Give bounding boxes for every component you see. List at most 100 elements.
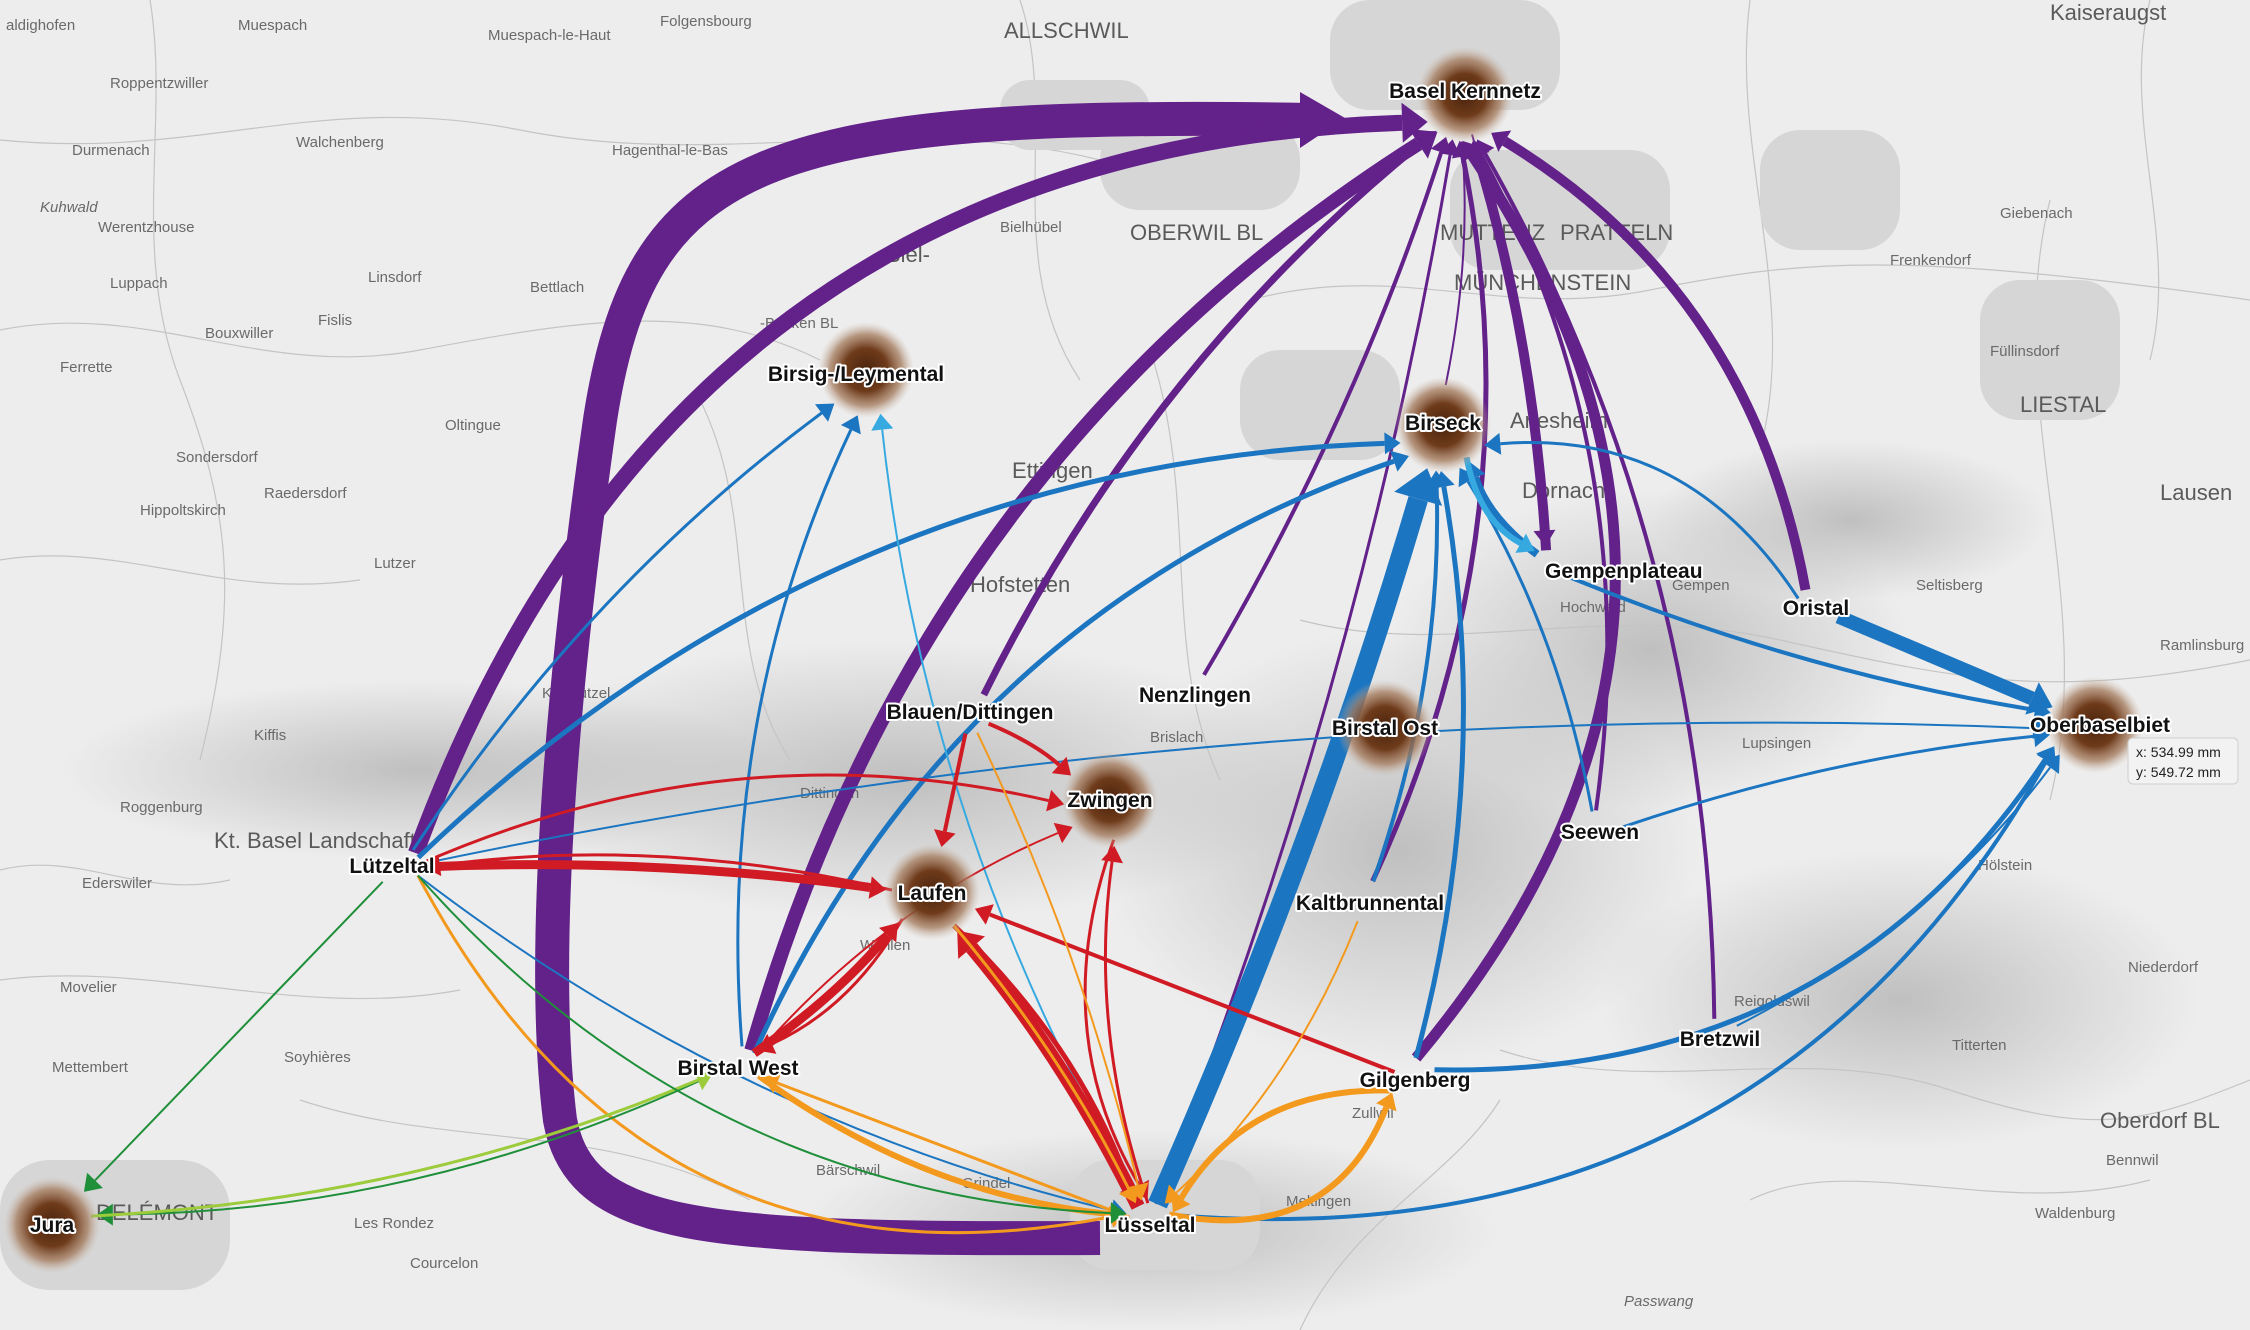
node-label-luetzeltal: Lützeltal bbox=[349, 855, 434, 878]
flow-arrowhead-basel-to-gempen bbox=[1533, 529, 1556, 547]
flow-oristal-to-birseck bbox=[1500, 441, 1800, 600]
flow-arrowhead-bretzwil-to-oberbasel bbox=[2041, 754, 2060, 774]
flow-birseck-to-basel bbox=[1444, 156, 1466, 386]
node-blob-birseck bbox=[1395, 377, 1491, 473]
flow-blauen-to-luesseltal bbox=[976, 732, 1139, 1186]
flow-arrowhead-luesseltal-to-birseck bbox=[1394, 468, 1443, 506]
flow-luesseltal-to-zwingen bbox=[1103, 861, 1150, 1204]
svg-text:Kaiseraugst: Kaiseraugst bbox=[2050, 0, 2166, 25]
flow-arrowhead-luetzeltal-to-birsig bbox=[815, 403, 835, 422]
svg-text:Lupsingen: Lupsingen bbox=[1742, 735, 1811, 752]
svg-text:Werentzhouse: Werentzhouse bbox=[98, 219, 194, 236]
flow-arrowhead-gilgenberg-to-laufen bbox=[974, 904, 994, 925]
flow-arrowhead-kaltbrunnental-to-luesseltal bbox=[1164, 1184, 1184, 1204]
flow-arrowhead-birseck-to-gempen bbox=[1515, 533, 1535, 553]
node-blob-birstalost bbox=[1337, 680, 1433, 776]
flow-arrowhead-luetzeltal-to-birseck bbox=[1384, 432, 1401, 455]
node-label-birstalwest: Birstal West bbox=[678, 1057, 799, 1080]
flow-arrowhead-blauen-to-basel bbox=[1416, 130, 1437, 150]
flow-arrowhead-luesseltal-to-birstalwest bbox=[762, 1072, 782, 1094]
svg-text:Bielhübel: Bielhübel bbox=[1000, 219, 1062, 236]
node-label-kaltbrunnental: Kaltbrunnental bbox=[1296, 892, 1444, 915]
svg-text:Bettlach: Bettlach bbox=[530, 279, 584, 296]
flow-nenzlingen-to-basel bbox=[1202, 151, 1444, 676]
flow-birstalwest-to-luesseltal bbox=[756, 1073, 1111, 1218]
flow-luetzeltal-to-luesseltal bbox=[417, 874, 1111, 1215]
node-blob-basel bbox=[1417, 47, 1513, 143]
svg-text:Muespach: Muespach bbox=[238, 17, 307, 34]
svg-text:aldighofen: aldighofen bbox=[6, 17, 75, 34]
flow-birstalwest-to-birseck bbox=[752, 458, 1395, 1055]
flow-luetzeltal-to-jura bbox=[94, 881, 384, 1182]
flow-arrowhead-bretzwil-to-basel bbox=[1475, 139, 1495, 159]
svg-text:Passwang: Passwang bbox=[1624, 1293, 1694, 1310]
svg-text:Muespach-le-Haut: Muespach-le-Haut bbox=[488, 27, 611, 44]
node-label-bretzwil: Bretzwil bbox=[1680, 1028, 1761, 1051]
flow-oristal-to-basel bbox=[1502, 136, 1811, 591]
node-label-nenzlingen: Nenzlingen bbox=[1139, 684, 1251, 707]
flow-arrowhead-luesseltal-to-basel bbox=[1439, 139, 1461, 157]
svg-text:Bärschwil: Bärschwil bbox=[816, 1162, 880, 1179]
svg-text:Bennwil: Bennwil bbox=[2106, 1152, 2159, 1169]
node-blob-birsig bbox=[818, 322, 914, 418]
svg-text:Hölstein: Hölstein bbox=[1978, 857, 2032, 874]
flow-luesseltal-to-oberbasel bbox=[1169, 759, 2049, 1222]
flow-gilgenberg-to-birseck bbox=[1413, 486, 1466, 1059]
svg-text:Folgensbourg: Folgensbourg bbox=[660, 13, 752, 30]
flow-luetzeltal-to-laufen bbox=[419, 860, 871, 892]
flow-arrowhead-luetzeltal-to-luesseltal bbox=[1110, 1202, 1127, 1225]
node-label-birseck: Birseck bbox=[1405, 412, 1481, 435]
flow-arrowhead-gempen-to-oberbasel bbox=[2033, 699, 2051, 721]
flow-basel-to-gempen bbox=[1471, 134, 1546, 531]
svg-text:Frenkendorf: Frenkendorf bbox=[1890, 252, 1972, 269]
node-blob-jura bbox=[4, 1177, 100, 1273]
flow-kaltbrunnental-to-luesseltal bbox=[1175, 920, 1359, 1194]
node-label-laufen: Laufen bbox=[898, 882, 967, 905]
flow-laufen-to-luetzeltal bbox=[439, 853, 893, 892]
flow-arrowhead-luesseltal-to-gilgenberg bbox=[1376, 1092, 1397, 1112]
flow-arrowhead-gilgenberg-to-basel bbox=[1461, 140, 1484, 164]
flow-gilgenberg-to-laufen bbox=[989, 912, 1396, 1074]
flow-oristal-to-oberbasel bbox=[1835, 610, 2035, 705]
svg-text:Walchenberg: Walchenberg bbox=[296, 134, 384, 151]
flow-luetzeltal-to-oberbasel bbox=[419, 721, 2034, 866]
flow-arrowhead-oristal-to-basel bbox=[1491, 130, 1512, 152]
flow-gilgenberg-to-basel bbox=[1411, 152, 1621, 1062]
svg-text:Giebenach: Giebenach bbox=[2000, 205, 2073, 222]
flow-luetzeltal-to-luesseltal bbox=[417, 874, 1112, 1212]
node-label-birstalost: Birstal Ost bbox=[1332, 717, 1438, 740]
svg-text:LIESTAL: LIESTAL bbox=[2020, 392, 2106, 417]
flow-blauen-to-zwingen bbox=[987, 721, 1061, 767]
svg-text:Gempen: Gempen bbox=[1672, 577, 1730, 594]
node-label-gilgenberg: Gilgenberg bbox=[1360, 1069, 1471, 1092]
svg-text:Niederdorf: Niederdorf bbox=[2128, 959, 2199, 976]
svg-text:Roppentzwiller: Roppentzwiller bbox=[110, 75, 208, 92]
flow-arrowhead-luesseltal-to-basel-main bbox=[1300, 92, 1345, 148]
flow-arrowhead-birstalwest-to-birsig bbox=[840, 415, 861, 435]
svg-text:Kt. Basel Landschaft: Kt. Basel Landschaft bbox=[214, 828, 416, 853]
svg-text:Courcelon: Courcelon bbox=[410, 1255, 478, 1272]
flow-arrowhead-laufen-to-luetzeltal bbox=[424, 854, 442, 877]
flow-arrowhead-luetzeltal-to-oberbasel bbox=[2032, 717, 2050, 740]
svg-text:Kuhwald: Kuhwald bbox=[40, 199, 98, 216]
flow-luesseltal-to-gilgenberg bbox=[1168, 1106, 1390, 1224]
flow-arrowhead-luetzeltal-to-jura bbox=[83, 1172, 103, 1192]
flow-birstalwest-to-laufen bbox=[751, 932, 892, 1057]
flow-arrowhead-jura-to-birstalwest bbox=[693, 1069, 713, 1091]
svg-text:Füllinsdorf: Füllinsdorf bbox=[1990, 343, 2060, 360]
flow-arrowhead-oristal-to-birseck bbox=[1484, 432, 1502, 455]
svg-text:Waldenburg: Waldenburg bbox=[2035, 1205, 2115, 1222]
tooltip-y: y: 549.72 mm bbox=[2136, 764, 2221, 780]
svg-text:Durmenach: Durmenach bbox=[72, 142, 150, 159]
settlement-nodes: Basel KernnetzBirsig-/LeymentalBirseckGe… bbox=[4, 47, 2172, 1273]
flow-arrowhead-blauen-to-laufen bbox=[934, 829, 956, 847]
svg-text:Linsdorf: Linsdorf bbox=[368, 269, 422, 286]
svg-text:Bouxwiller: Bouxwiller bbox=[205, 325, 273, 342]
flow-blauen-to-basel bbox=[980, 138, 1426, 697]
node-label-birsig: Birsig-/Leymental bbox=[768, 363, 944, 386]
flow-arrowhead-gilgenberg-to-birseck bbox=[1433, 471, 1455, 489]
flow-arrowhead-blauen-to-luesseltal bbox=[1127, 1182, 1149, 1201]
svg-text:Roggenburg: Roggenburg bbox=[120, 799, 203, 816]
svg-text:Titterten: Titterten bbox=[1952, 1037, 2006, 1054]
flow-bretzwil-to-oberbasel bbox=[1736, 766, 2051, 1027]
